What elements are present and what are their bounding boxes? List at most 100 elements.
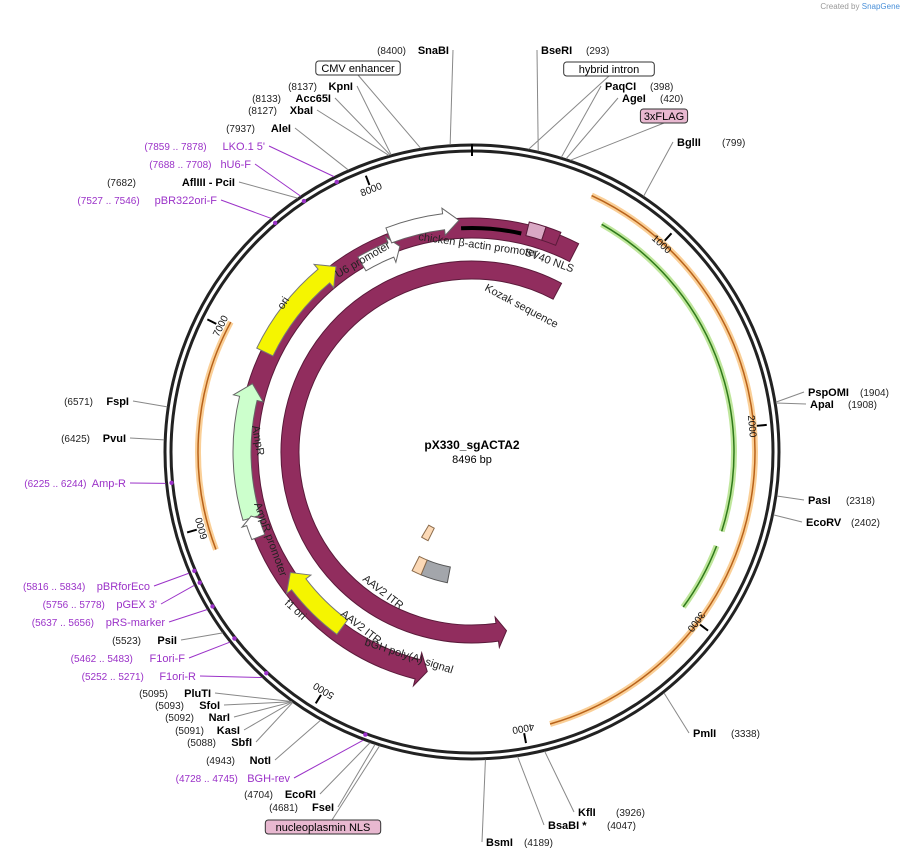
tick-mark [314, 694, 322, 704]
primer-name: pBRforEco [97, 581, 150, 593]
leader-line [214, 692, 292, 703]
site-name: AflIII - PciI [182, 177, 235, 189]
site-name: SnaBI [418, 45, 449, 57]
cba-promoter-arrow [385, 207, 460, 244]
boxed-feature-name: CMV enhancer [321, 63, 395, 75]
leader-line [238, 181, 298, 199]
site-position: (5088) [187, 738, 216, 749]
site-name: EcoRI [285, 789, 316, 801]
leader-line [274, 719, 321, 761]
site-label: SnaBI (8400) [377, 45, 449, 57]
site-name: BglII [677, 137, 701, 149]
site-name: AgeI [622, 93, 646, 105]
site-name: KasI [217, 725, 240, 737]
site-name: SbfI [231, 737, 252, 749]
site-position: (5093) [155, 701, 184, 712]
site-position: (4047) [607, 821, 636, 832]
primer-marker [272, 220, 278, 226]
aav2-itr-box-2 [420, 524, 435, 542]
site-position: (293) [586, 46, 609, 57]
site-name: PluTI [184, 688, 211, 700]
primer-label: pBR322ori-F(7527 .. 7546) [77, 195, 217, 207]
site-label: BseRI (293) [541, 45, 609, 57]
site-label: SbfI (5088) [187, 737, 252, 749]
leader-line [254, 163, 301, 197]
leader-line [322, 745, 381, 835]
site-name: ApaI [810, 399, 834, 411]
boxed-feature-name: nucleoplasmin NLS [276, 822, 371, 834]
site-labels: SnaBI(8400)BseRI(293)PaqCI(398)AgeI(420)… [23, 45, 889, 849]
site-name: KpnI [329, 81, 353, 93]
feature-label-ampr: AmpR [249, 424, 266, 456]
site-label: SfoI (5093) [155, 700, 220, 712]
leader-line [294, 127, 349, 171]
primer-marker [210, 604, 215, 609]
leader-line [357, 74, 422, 149]
plasmid-name: pX330_sgACTA2 [424, 438, 519, 452]
site-position: (3338) [731, 729, 760, 740]
leader-line [449, 49, 454, 145]
primer-position: (7859 .. 7878) [144, 142, 206, 153]
tick-label: 5000 [311, 679, 336, 700]
site-name: SfoI [199, 700, 220, 712]
site-name: FspI [106, 396, 129, 408]
primer-label: BGH-rev(4728 .. 4745) [176, 773, 291, 785]
site-name: BseRI [541, 45, 572, 57]
site-label: NotI(4943) [206, 755, 271, 767]
primer-label: Amp-R(6225 .. 6244) [24, 478, 126, 490]
leader-line [536, 49, 539, 152]
leader-line [565, 97, 619, 160]
site-name: PasI [808, 495, 831, 507]
feature-label-ori: ori [275, 295, 292, 312]
site-leader-lines [129, 49, 807, 843]
primer-label: pGEX 3'(5756 .. 5778) [43, 599, 157, 611]
leader-line [268, 145, 335, 178]
leader-line [223, 701, 292, 706]
site-position: (2318) [846, 496, 875, 507]
leader-line [233, 701, 293, 718]
leader-line [776, 495, 805, 501]
boxed-feature-frame [563, 61, 655, 77]
site-label: AgeI(420) [622, 93, 683, 105]
site-name: BsaBI * [548, 820, 587, 832]
orf-green-arc [600, 221, 737, 533]
primer-position: (7688 .. 7708) [149, 160, 211, 171]
site-name: KflI [578, 807, 596, 819]
feature-label-cas9-outer: Cas9 [685, 511, 704, 539]
site-label: ApaI(1908) [810, 399, 877, 411]
leader-line [773, 514, 803, 523]
leader-line [160, 584, 195, 605]
site-name: PspOMI [808, 387, 849, 399]
tick-label: 2000 [745, 415, 758, 439]
primer-position: (5462 .. 5483) [71, 654, 133, 665]
site-label: Acc65I(8133) [252, 93, 331, 105]
boxed-feature-label: nucleoplasmin NLS [264, 819, 382, 835]
leader-line [776, 402, 807, 405]
boxed-feature-frame [639, 108, 689, 124]
site-position: (6425) [61, 434, 90, 445]
boxed-feature-label: hybrid intron [563, 61, 655, 77]
ori-arrow [256, 263, 337, 357]
sv40-nls-segment [541, 226, 562, 246]
site-label: KflI(3926) [578, 807, 645, 819]
leader-line [356, 85, 392, 156]
snapgene-brand: Created by SnapGene [820, 2, 900, 11]
orf-orange-arc-core [549, 194, 756, 725]
site-label: PvuI(6425) [61, 433, 126, 445]
primer-name: pBR322ori-F [155, 195, 218, 207]
feature-label-cas9-inner: Cas9 [639, 493, 658, 521]
leader-line [180, 632, 223, 641]
primer-label: F1ori-R(5252 .. 5271) [82, 671, 196, 683]
ampr-arrow [232, 382, 265, 521]
tick-mark [756, 423, 767, 427]
primer-marker [232, 636, 237, 641]
site-position: (7682) [107, 178, 136, 189]
tick-mark [206, 318, 217, 325]
primer-name: BGH-rev [247, 773, 290, 785]
tick-mark [664, 232, 673, 242]
leader-line [775, 391, 805, 403]
site-position: (8400) [377, 46, 406, 57]
leader-line [337, 744, 376, 808]
site-name: BsmI [486, 837, 513, 849]
leader-line [517, 756, 545, 826]
